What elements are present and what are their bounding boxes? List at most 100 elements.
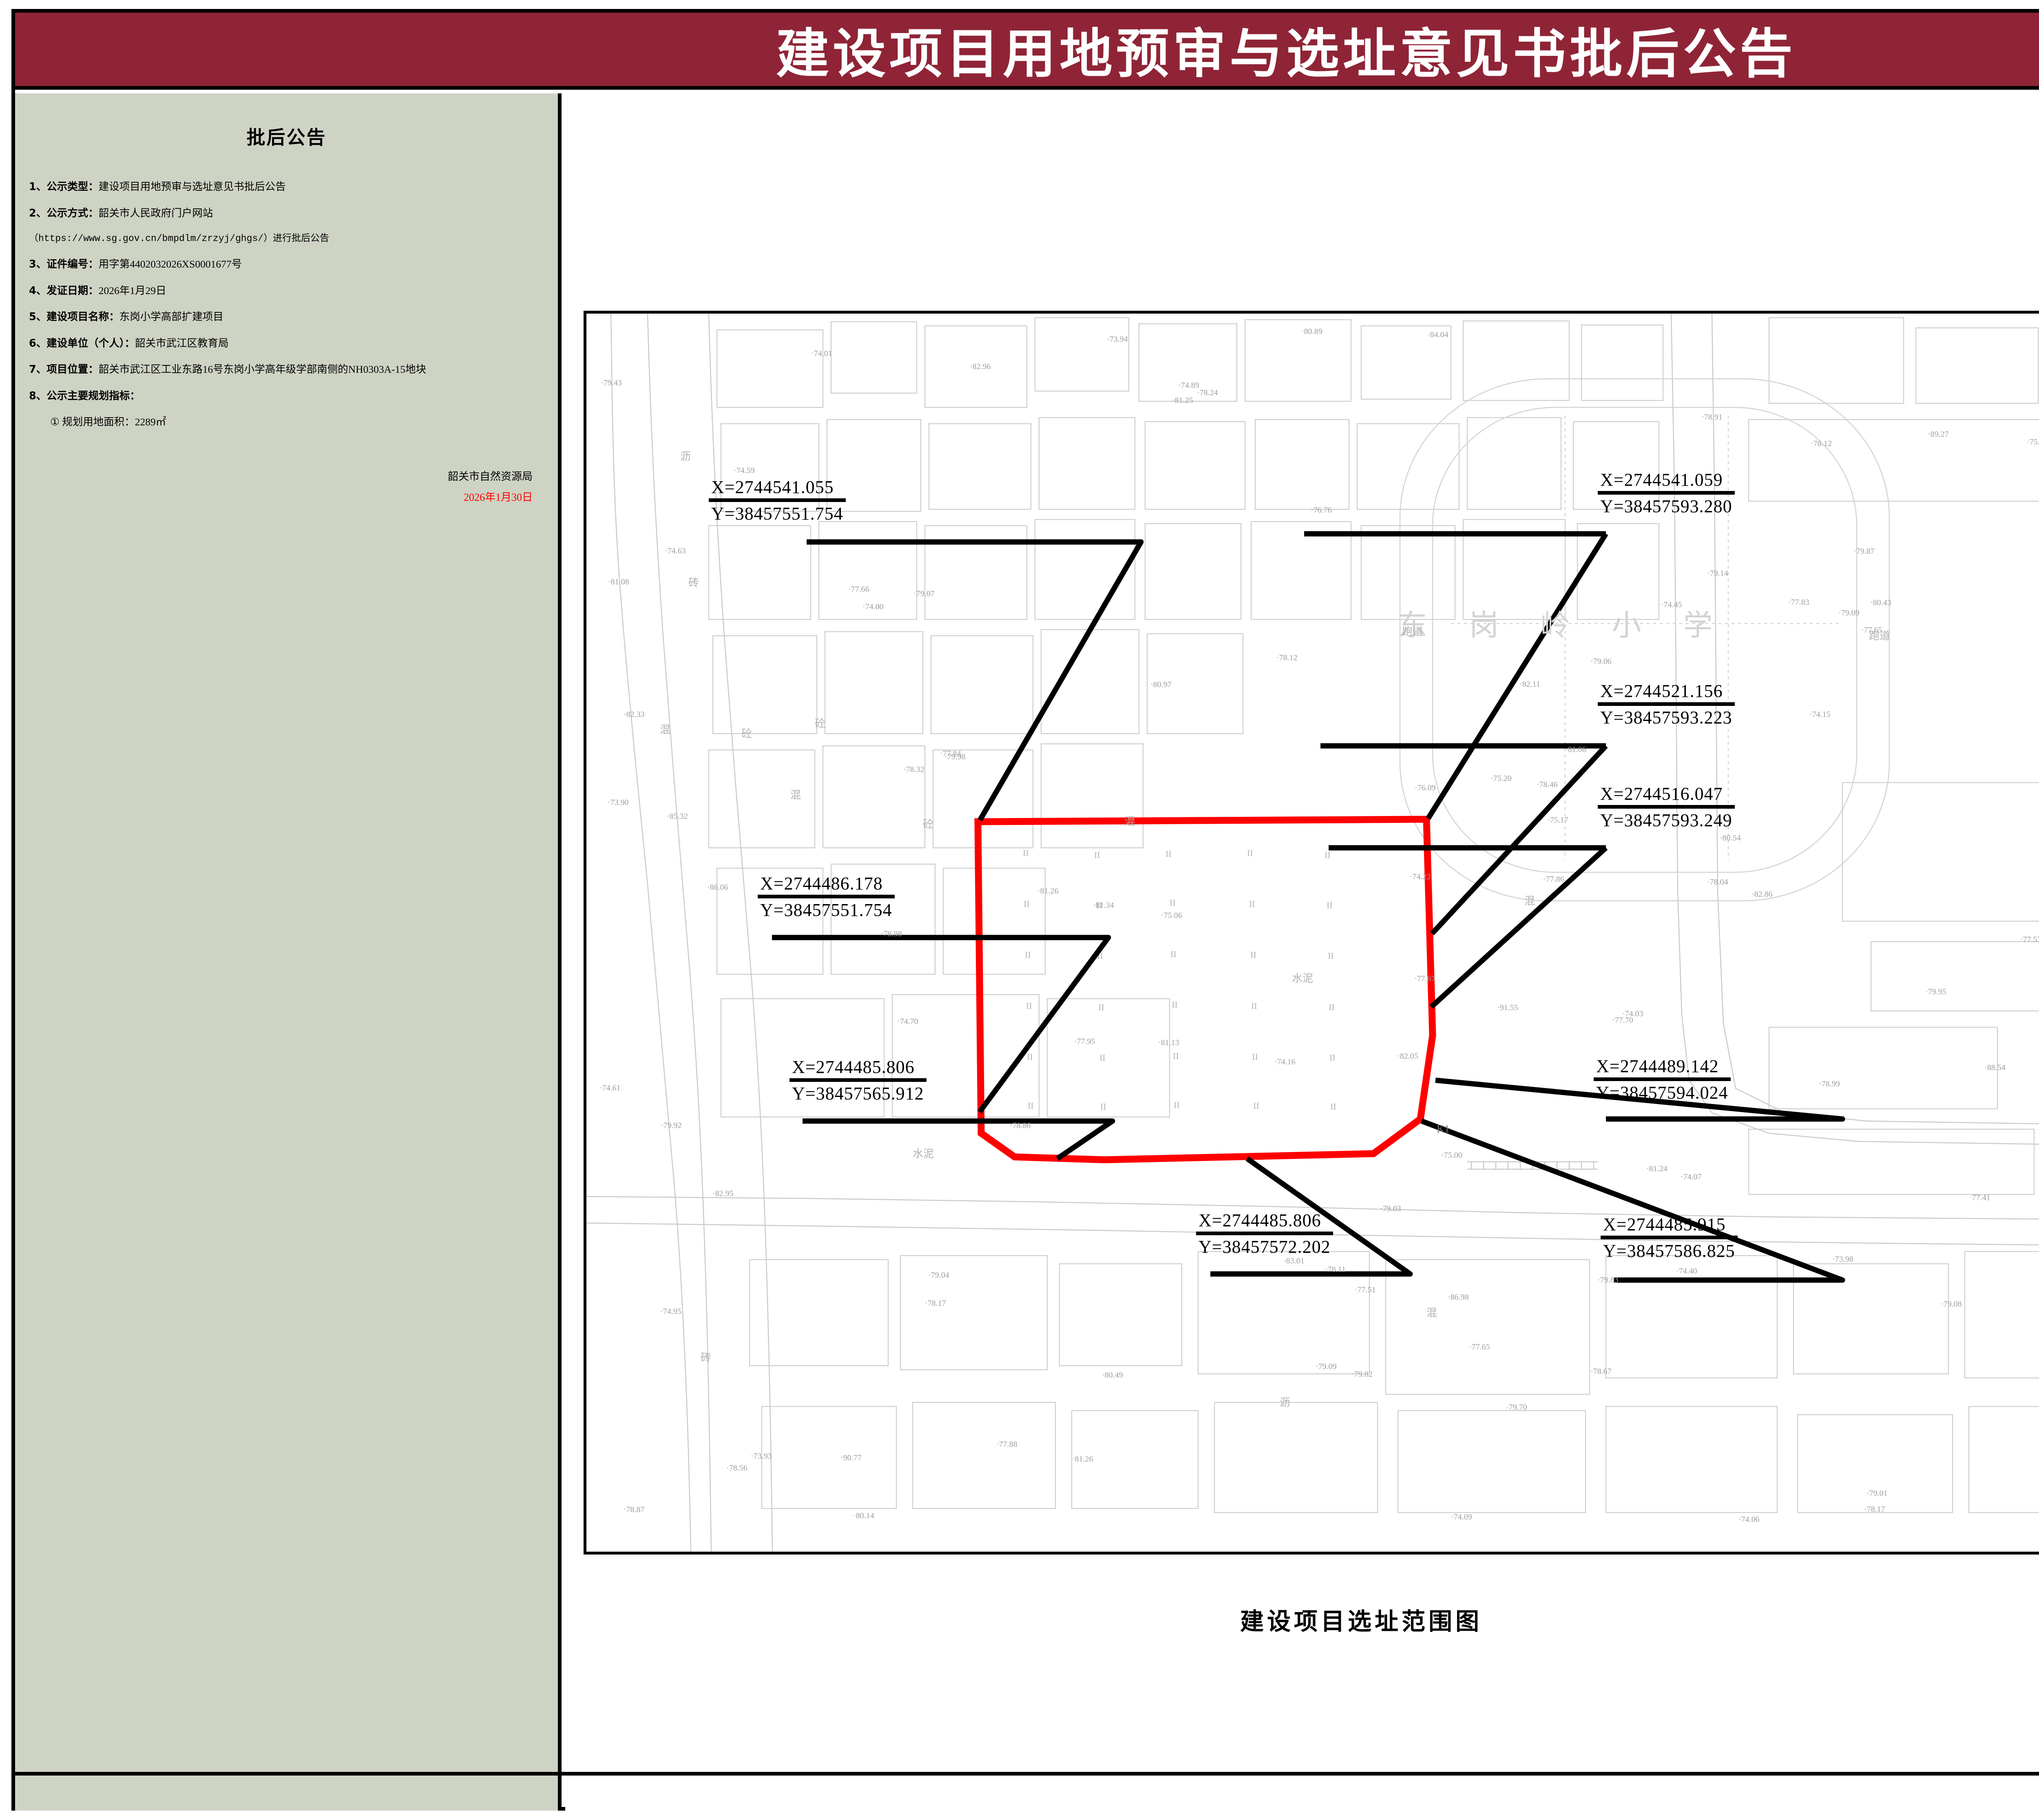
coordinate-callout-w1: X=2744486.178 Y=38457551.754 — [758, 873, 895, 920]
spot-height: ·81.26 — [1037, 887, 1059, 896]
sidebar-item-key: 建设项目名称： — [46, 311, 119, 323]
sidebar-item-label: 3、 — [29, 258, 47, 270]
coordinate-x: X=2744516.047 — [1600, 784, 1723, 804]
coordinate-callout-e1: X=2744521.156 Y=38457593.223 — [1598, 681, 1735, 728]
sidebar-item-key: 公示主要规划指标： — [46, 389, 140, 402]
header-banner: 建设项目用地预审与选址意见书批后公告 — [15, 13, 2039, 90]
sidebar-item-label: 2、 — [29, 207, 47, 219]
coordinate-x: X=2744485.806 — [1199, 1210, 1321, 1230]
spot-height: ·77.65 — [1469, 1342, 1490, 1351]
spot-height: ·78.12 — [1276, 653, 1298, 662]
material-label: 混 — [1426, 1307, 1437, 1319]
coordinate-x: X=2744485.915 — [1603, 1214, 1726, 1234]
spot-height: ·79.14 — [1707, 569, 1728, 578]
spot-height: ·74.00 — [862, 602, 884, 611]
spot-height: ·79.01 — [1867, 1489, 1888, 1498]
spot-height: ·82.33 — [624, 710, 645, 719]
spot-height: ·79.82 — [1351, 1370, 1373, 1379]
coordinate-callout-e2: X=2744516.047 Y=38457593.249 — [1598, 783, 1735, 831]
spot-height: ·82.95 — [712, 1189, 734, 1198]
coordinate-x: X=2744541.055 — [711, 477, 834, 497]
spot-height: ·78.24 — [1197, 388, 1218, 397]
spot-height: ·77.41 — [1969, 1193, 1990, 1202]
spot-height: ·79.09 — [1838, 608, 1860, 617]
material-label: 砼 — [815, 718, 826, 730]
coordinate-y: Y=38457551.754 — [711, 504, 843, 524]
spot-height: ·73.93 — [751, 1452, 772, 1461]
svg-text:II: II — [1165, 849, 1172, 859]
sheet-footer: 监制单位：韶关市自然资源局 — [15, 1772, 2039, 1807]
svg-text:II: II — [1172, 1000, 1178, 1010]
spot-height: ·85.32 — [667, 812, 688, 821]
spot-height: ·89.27 — [1928, 430, 1949, 439]
coordinate-y: Y=38457586.825 — [1603, 1241, 1735, 1261]
announcement-sidebar: 批后公告 1、公示类型：建设项目用地预审与选址意见书批后公告 2、公示方式：韶关… — [15, 93, 562, 1811]
sidebar-item-build-unit: 6、建设单位（个人）：韶关市武江区教育局 — [29, 338, 544, 349]
spot-height: ·77.67 — [1414, 974, 1435, 983]
spot-height: ·78.87 — [624, 1505, 645, 1514]
sidebar-item-project-location: 7、项目位置：韶关市武江区工业东路16号东岗小学高年级学部南侧的NH0303A-… — [29, 364, 544, 375]
material-label: 沥 — [1280, 1397, 1291, 1409]
sidebar-item-land-area: ① 规划用地面积：2289㎡ — [50, 417, 544, 427]
coordinate-x: X=2744489.142 — [1596, 1056, 1719, 1076]
spot-height: ·74.06 — [1738, 1515, 1760, 1524]
spot-height: ·80.97 — [1150, 680, 1172, 689]
spot-height: ·79.87 — [1853, 547, 1875, 556]
spot-height: ·77.51 — [1355, 1285, 1376, 1294]
svg-text:II: II — [1024, 899, 1030, 909]
svg-text:II: II — [1250, 950, 1256, 960]
map-vertex-label-k1: K1 — [1437, 1123, 1450, 1135]
sidebar-item-public-type: 1、公示类型：建设项目用地预审与选址意见书批后公告 — [29, 181, 544, 192]
callout-rule — [1598, 491, 1735, 495]
page-title: 建设项目用地预审与选址意见书批后公告 — [776, 23, 1796, 85]
spot-height: ·73.98 — [1832, 1255, 1853, 1264]
svg-text:II: II — [1174, 1100, 1180, 1110]
sidebar-item-label: 6、 — [29, 337, 47, 349]
spot-height: ·79.08 — [1941, 1300, 1962, 1309]
spot-height: ·74.63 — [665, 546, 686, 555]
spot-height: ·78.67 — [1590, 1367, 1612, 1376]
coordinate-callout-e3: X=2744489.142 Y=38457594.024 — [1594, 1056, 1731, 1103]
spot-height: ·74.15 — [1809, 710, 1831, 719]
spot-height: ·79.83 — [1597, 1276, 1619, 1285]
coordinate-x: X=2744485.806 — [792, 1057, 915, 1077]
callout-rule — [1601, 1236, 1738, 1239]
spot-height: ·74.89 — [1178, 381, 1199, 390]
material-label: 混 — [1125, 816, 1136, 828]
svg-text:II: II — [1329, 1002, 1335, 1012]
spot-height: ·74.07 — [1681, 1172, 1702, 1181]
spot-height: ·73.90 — [608, 798, 629, 807]
svg-text:II: II — [1253, 1101, 1259, 1111]
spot-height: ·79.43 — [601, 378, 622, 387]
spot-height: ·81.26 — [1072, 1455, 1093, 1464]
sidebar-item-label: 1、 — [29, 181, 47, 193]
svg-text:II: II — [1098, 1002, 1104, 1012]
material-label: 水泥 — [1292, 973, 1314, 985]
svg-text:II: II — [1330, 1101, 1336, 1112]
spot-height: ·79.09 — [1316, 1362, 1337, 1371]
spot-height: ·80.54 — [1720, 834, 1741, 843]
sidebar-item-label: 8、 — [29, 389, 47, 402]
sidebar-item-key: 公示类型： — [46, 181, 99, 193]
sidebar-item-label: 7、 — [29, 363, 47, 376]
coordinate-y: Y=38457565.912 — [792, 1084, 924, 1103]
spot-height: ·80.89 — [1301, 327, 1322, 336]
material-label: 水泥 — [913, 1148, 934, 1160]
sidebar-item-label: ① — [50, 416, 60, 428]
spot-height: ·79.95 — [1925, 987, 1946, 996]
sidebar-item-project-name: 5、建设项目名称：东岗小学高部扩建项目 — [29, 312, 544, 323]
coordinate-x: X=2744521.156 — [1600, 681, 1723, 701]
spot-height: ·77.84 — [940, 749, 961, 758]
spot-height: ·74.40 — [1676, 1267, 1697, 1276]
svg-text:II: II — [1028, 1101, 1034, 1111]
callout-rule — [790, 1078, 927, 1082]
svg-text:II: II — [1023, 848, 1029, 858]
sidebar-item-key: 证件编号： — [46, 258, 99, 270]
sidebar-item-value: 建设项目用地预审与选址意见书批后公告 — [98, 181, 286, 192]
sidebar-item-label: 4、 — [29, 284, 47, 297]
spot-height: ·78.17 — [925, 1299, 946, 1308]
body-row: 批后公告 1、公示类型：建设项目用地预审与选址意见书批后公告 2、公示方式：韶关… — [15, 93, 2039, 1811]
sidebar-item-label: 5、 — [29, 311, 47, 323]
